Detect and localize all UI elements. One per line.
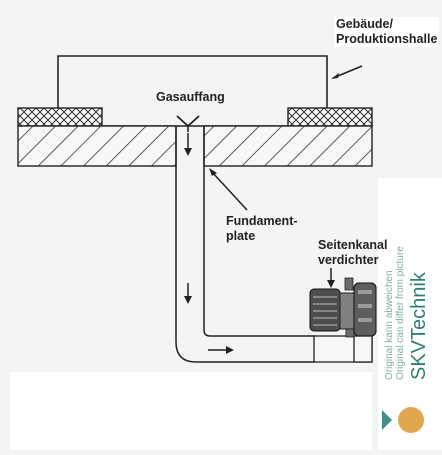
- foundation-arrow: [209, 168, 248, 211]
- compressor-label: Seitenkanal verdichter: [318, 238, 387, 268]
- logo-circle-icon: [398, 407, 424, 433]
- foundation-label: Fundament- plate: [226, 214, 298, 244]
- logo: [382, 407, 424, 433]
- blank-panel: [10, 372, 372, 450]
- building-label: Gebäude/ Produktionshalle: [334, 17, 440, 47]
- compressor-label-line-2: verdichter: [318, 253, 379, 267]
- foundation-label-line-1: Fundament-: [226, 214, 298, 228]
- watermark-notice-de: Original kann abweichen: [384, 270, 395, 380]
- flow-arrow-down-1: [184, 133, 192, 156]
- building-label-line-1: Gebäude/: [336, 17, 393, 31]
- flow-arrow-down-2: [184, 283, 192, 304]
- watermark-notice-en: Original can differ from picture: [395, 246, 406, 380]
- watermark-panel: [378, 178, 442, 450]
- watermark-brand: SKVTechnik: [408, 272, 430, 380]
- compressor-arrow: [327, 268, 335, 288]
- watermark: Original kann abweichen Original can dif…: [384, 240, 440, 380]
- logo-triangle-icon: [382, 410, 392, 430]
- gas-collector-label: Gasauffang: [156, 90, 225, 104]
- building-label-line-2: Produktionshalle: [336, 32, 438, 46]
- gas-pipe: [175, 126, 315, 363]
- flow-arrow-right: [208, 346, 234, 354]
- compressor-label-line-1: Seitenkanal: [318, 238, 388, 252]
- foundation-label-line-2: plate: [226, 229, 256, 243]
- building-outline: [57, 55, 328, 108]
- gas-collector-funnel: [176, 115, 200, 132]
- building-arrow: [331, 65, 363, 79]
